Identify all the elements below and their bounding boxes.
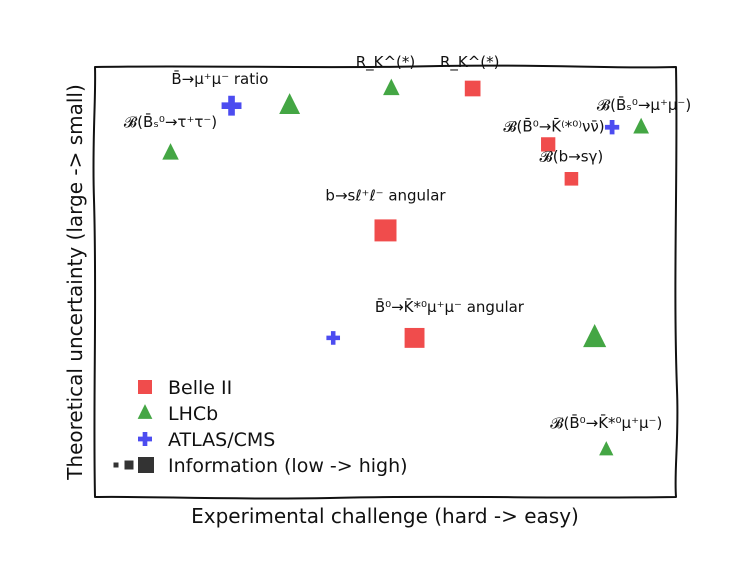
legend-marker-2 [138,432,153,446]
y-axis-label: Theoretical uncertainty (large -> small) [63,84,87,481]
data-point-12 [583,324,607,348]
annotation-8: B̄⁰→K̄*⁰μ⁺μ⁻ angular [375,297,525,316]
annotation-0: B̄→μ⁺μ⁻ ratio [171,69,268,88]
legend-label-2: ATLAS/CMS [168,429,275,451]
annotation-5: 𝓑(B̄⁰→K̄⁽*⁰⁾νν̄) [503,117,604,136]
annotation-3: R_K^(*) [440,53,500,72]
legend-marker-0 [138,380,152,394]
data-point-10 [326,331,341,345]
annotation-9: 𝓑(B̄⁰→K̄*⁰μ⁺μ⁻) [550,413,662,432]
data-point-2 [162,143,179,160]
annotation-2: R_K^(*) [356,53,416,72]
legend-label-1: LHCb [168,403,218,425]
data-point-1 [279,93,301,115]
data-point-3 [383,78,400,96]
data-point-13 [599,441,614,456]
data-point-6 [633,117,650,134]
data-point-5 [604,120,620,135]
data-point-9 [374,219,397,242]
data-point-7 [541,137,556,152]
legend-size-label: Information (low -> high) [168,455,408,477]
annotation-1: 𝓑(B̄ₛ⁰→τ⁺τ⁻) [124,112,217,131]
plot-frame [92,64,679,500]
data-point-11 [404,327,425,348]
annotation-4: 𝓑(B̄ₛ⁰→μ⁺μ⁻) [597,95,691,114]
legend-marker-1 [137,404,153,419]
data-point-8 [564,172,579,186]
data-points [162,78,650,456]
annotation-7: b→sℓ⁺ℓ⁻ angular [325,186,446,204]
data-point-4 [464,80,481,97]
legend-label-0: Belle II [168,377,232,399]
annotation-6: 𝓑(b→sγ) [540,148,604,166]
x-axis-label: Experimental challenge (hard -> easy) [191,504,579,528]
legend-size-marker-1 [124,460,134,470]
data-point-0 [221,95,242,116]
legend-size-marker-0 [113,462,119,468]
legend-size-marker-2 [138,457,154,473]
